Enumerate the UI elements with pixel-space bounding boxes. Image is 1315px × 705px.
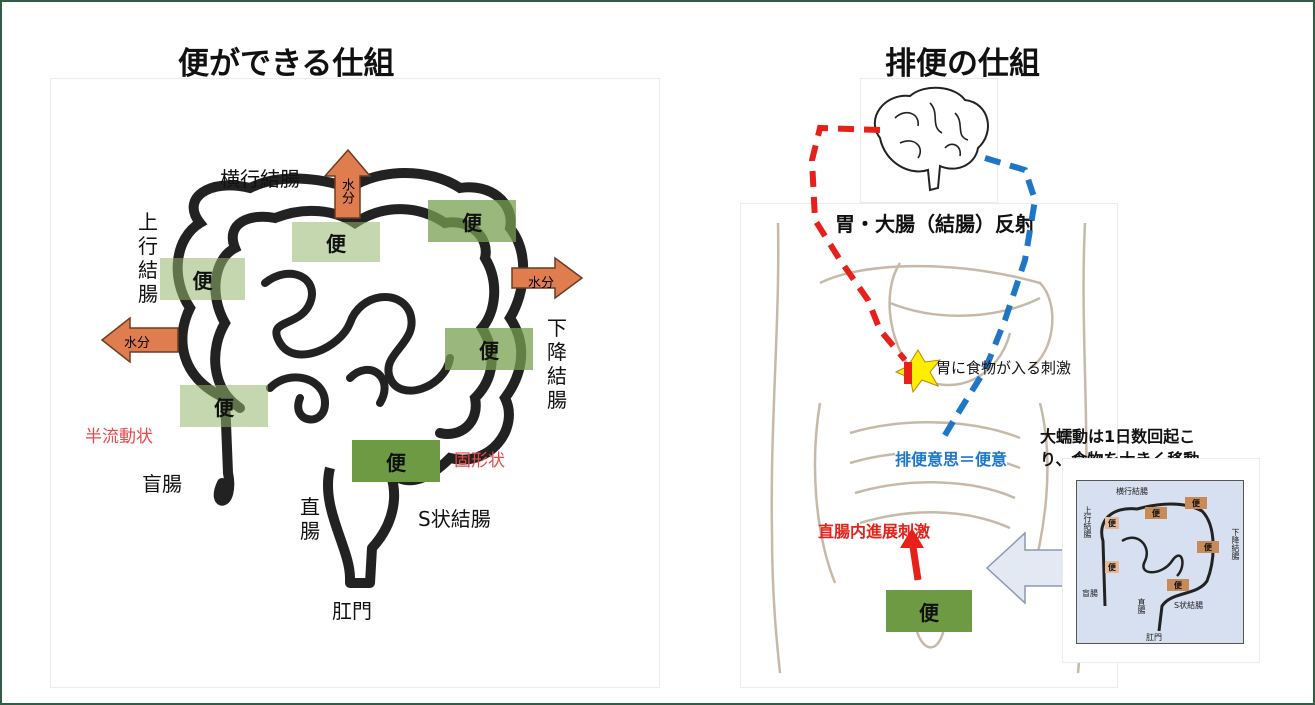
- label-solid: 固形状: [454, 451, 505, 471]
- inset-box: 便 便 便 便 便 便: [1076, 480, 1244, 644]
- stool-cecum: 便: [180, 385, 268, 427]
- inset-label-rectum: 直腸: [1137, 598, 1146, 614]
- inset-intestine: [1100, 502, 1215, 632]
- brain-icon: [873, 86, 989, 192]
- water-label-left: 水分: [124, 336, 151, 351]
- inset-stool-2: 便: [1185, 497, 1207, 509]
- inset-stool-4: 便: [1167, 579, 1189, 591]
- label-sigmoid: S状結腸: [418, 507, 491, 531]
- inset-label-ascending: 上行結腸: [1083, 506, 1092, 538]
- left-diagram-panel: [50, 78, 660, 688]
- urge-label: 排便意思＝便意: [895, 446, 1008, 470]
- stool-rectum: 便: [886, 590, 972, 632]
- stool-ascending: 便: [160, 258, 245, 300]
- water-arrow-left: [100, 316, 179, 364]
- water-arrow-up: [323, 148, 372, 219]
- inset-stool-5: 便: [1105, 517, 1119, 529]
- water-label-up: 水分: [339, 178, 354, 204]
- stool-upper-right: 便: [428, 200, 516, 242]
- label-ascending-colon: 上行結腸: [138, 210, 158, 306]
- stool-descending: 便: [445, 328, 533, 370]
- stomach-stimulus-label: 胃に食物が入る刺激: [936, 359, 1072, 377]
- inset-label-cecum: 盲腸: [1082, 589, 1098, 598]
- label-rectum: 直腸: [300, 495, 320, 543]
- water-arrow-right: [511, 256, 584, 300]
- right-title: 排便の仕組: [885, 46, 1040, 82]
- reflex-label: 胃・大腸（結腸）反射: [835, 212, 1035, 236]
- water-label-right: 水分: [528, 276, 555, 291]
- inset-label-anus: 肛門: [1146, 633, 1162, 642]
- inset-stool-1: 便: [1145, 507, 1167, 519]
- inset-label-descending: 下降結腸: [1231, 528, 1240, 560]
- label-cecum: 盲腸: [142, 472, 182, 496]
- inset-label-sigmoid: S状結腸: [1174, 601, 1204, 610]
- intestine-illustration: [100, 148, 584, 588]
- label-anus: 肛門: [332, 599, 372, 623]
- mass-movement-line1: 大蠕動は1日数回起こ: [1040, 427, 1196, 446]
- stool-sigmoid: 便: [352, 440, 440, 482]
- left-title: 便ができる仕組: [178, 46, 395, 82]
- brain-panel: [860, 78, 998, 203]
- inset-stool-3: 便: [1197, 541, 1219, 553]
- inset-stool-6: 便: [1105, 561, 1119, 573]
- inset-label-transverse: 横行結腸: [1116, 487, 1148, 496]
- inset-panel: 便 便 便 便 便 便 横行結腸 上行結腸 下降結腸 盲腸 直腸 S状結腸 肛門: [1062, 458, 1260, 663]
- label-transverse-colon: 横行結腸: [220, 167, 300, 191]
- label-descending-colon: 下降結腸: [547, 316, 567, 412]
- stool-transverse: 便: [292, 222, 380, 262]
- rectal-stimulus-label: 直腸内進展刺激: [818, 522, 931, 541]
- label-semi-fluid: 半流動状: [85, 427, 153, 447]
